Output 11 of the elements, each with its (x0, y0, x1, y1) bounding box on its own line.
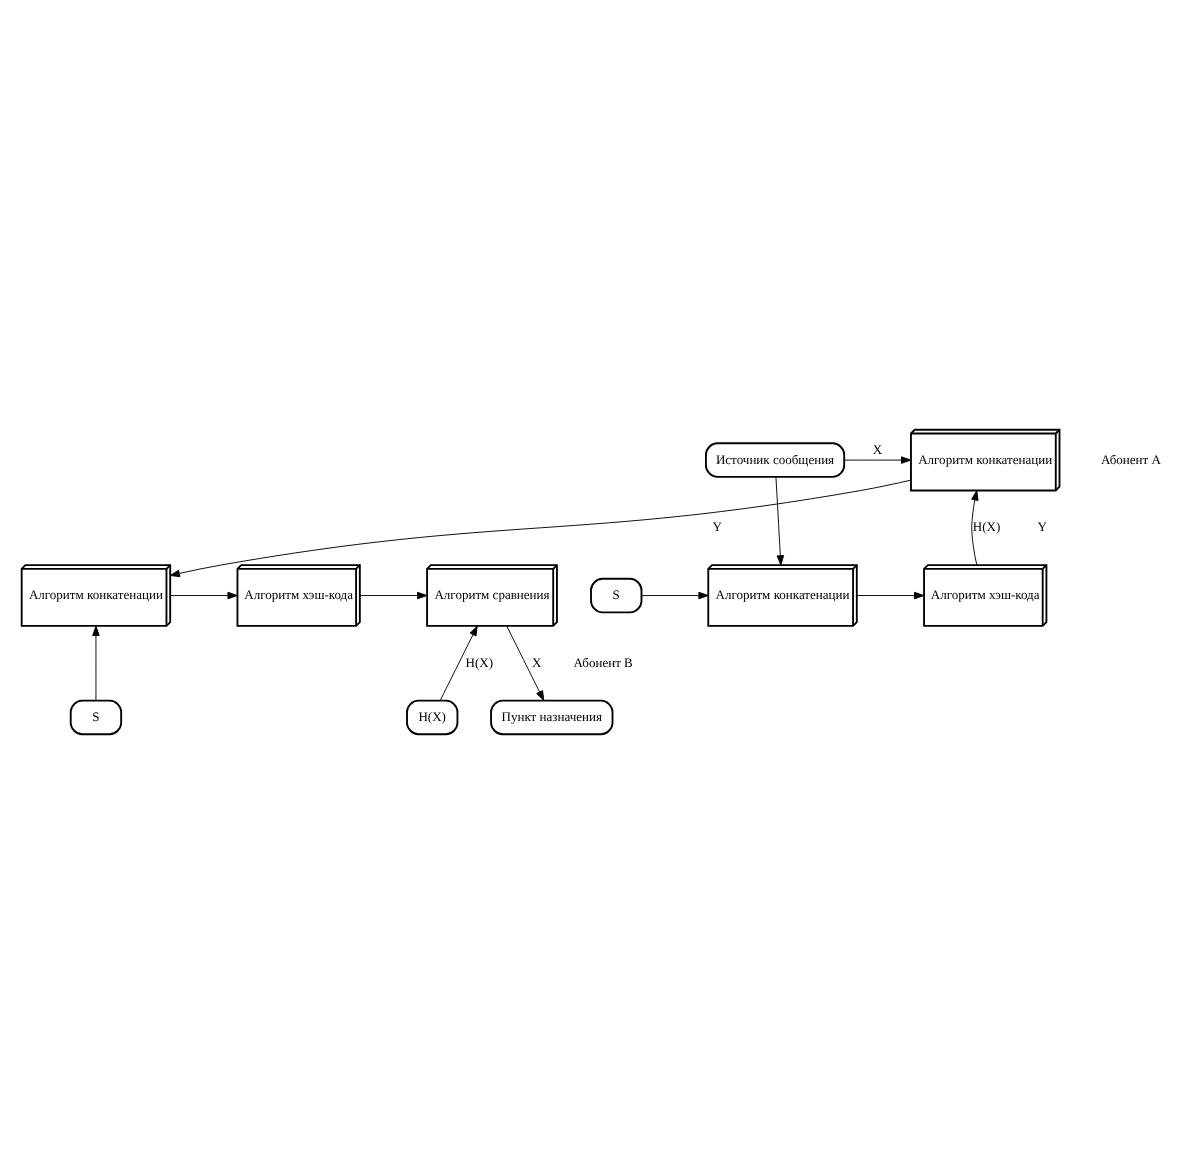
arrow (506, 625, 545, 701)
arrow (439, 625, 478, 701)
arrow (775, 476, 785, 566)
arrow (856, 591, 925, 600)
arrow (971, 490, 979, 566)
arrow (169, 591, 238, 600)
arrow (169, 479, 912, 578)
arrow (844, 456, 912, 464)
arrow (641, 591, 709, 600)
arrow (359, 591, 428, 600)
arrow (92, 625, 100, 701)
